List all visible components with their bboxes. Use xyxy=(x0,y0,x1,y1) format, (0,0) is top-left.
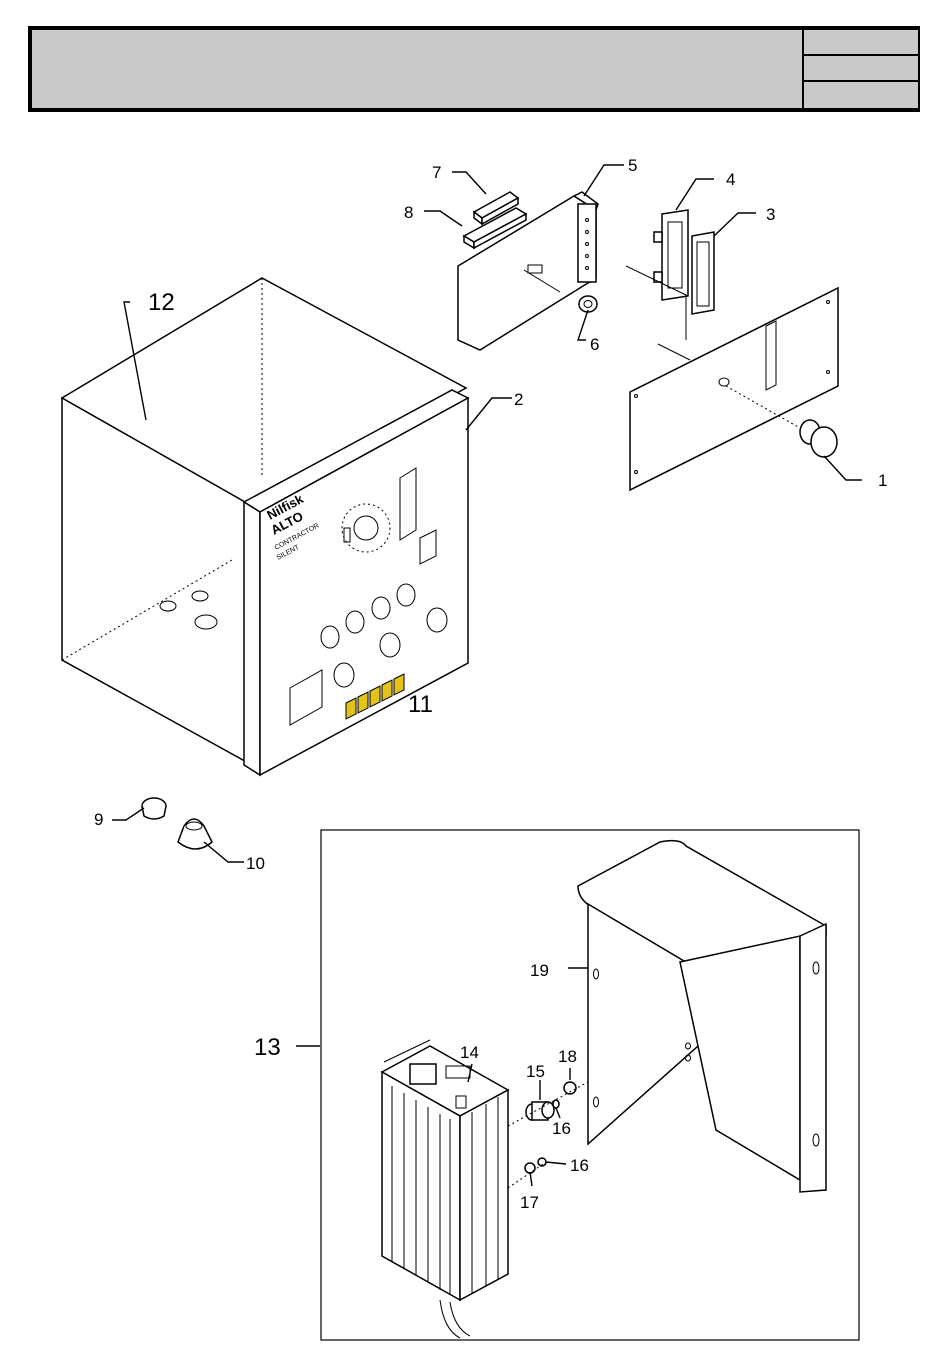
power-supply-14 xyxy=(382,1040,508,1338)
callout-6: 6 xyxy=(590,335,599,354)
window-frame-4 xyxy=(654,210,688,300)
foot-9 xyxy=(142,798,166,819)
callout-9: 9 xyxy=(94,810,103,829)
callout-12: 12 xyxy=(148,289,175,316)
gasket-3 xyxy=(692,232,714,314)
callout-10: 10 xyxy=(246,854,265,873)
callout-2: 2 xyxy=(514,390,523,409)
callout-17: 17 xyxy=(520,1193,539,1212)
callout-4: 4 xyxy=(726,170,735,189)
callout-3: 3 xyxy=(766,205,775,224)
screw-17 xyxy=(525,1163,535,1173)
callout-15: 15 xyxy=(526,1062,545,1081)
potentiometer-6 xyxy=(579,296,597,312)
callout-16a: 16 xyxy=(552,1119,571,1138)
callout-19: 19 xyxy=(530,961,549,980)
callout-8: 8 xyxy=(404,203,413,222)
washer-16 xyxy=(553,1100,559,1108)
callout-18: 18 xyxy=(558,1047,577,1066)
callout-13: 13 xyxy=(254,1034,281,1061)
mounting-bracket-19 xyxy=(578,841,826,1192)
cover-plate xyxy=(626,266,838,490)
callout-11: 11 xyxy=(408,691,433,718)
fuse-holder-15 xyxy=(526,1102,554,1120)
callout-5: 5 xyxy=(628,156,637,175)
callout-7: 7 xyxy=(432,163,441,182)
callout-16b: 16 xyxy=(570,1156,589,1175)
callout-14: 14 xyxy=(460,1043,479,1062)
callout-1: 1 xyxy=(878,471,887,490)
